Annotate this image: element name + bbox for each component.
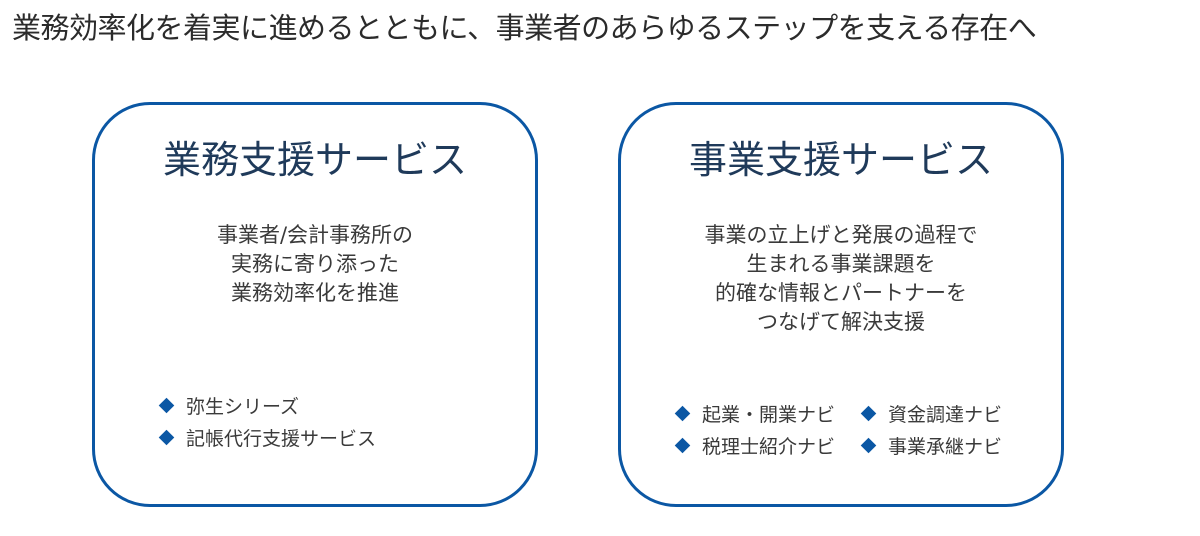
description-line: 業務効率化を推進 [231,281,399,305]
description-line: 実務に寄り添った [231,252,399,276]
diamond-bullet-icon [674,437,691,453]
service-list: 弥生シリーズ 記帳代行支援サービス [158,389,377,453]
list-item: 弥生シリーズ [158,389,376,421]
list-item: 事業承継ナビ [860,429,1033,461]
list-item-label: 税理士紹介ナビ [702,435,836,458]
diamond-bullet-icon [158,397,175,413]
list-item-label: 記帳代行支援サービス [186,427,377,450]
card-title: 業務支援サービス [162,138,467,182]
card-title: 事業支援サービス [688,138,993,182]
diamond-bullet-icon [860,405,877,421]
card-description: 事業の立上げと発展の過程で 生まれる事業課題を 的確な情報とパートナーを つなげ… [621,221,1061,337]
diamond-bullet-icon [674,405,691,421]
diamond-bullet-icon [158,429,175,445]
list-item: 起業・開業ナビ [674,397,863,429]
list-item-label: 資金調達ナビ [888,403,1003,426]
description-line: つなげて解決支援 [757,310,925,334]
description-line: 事業の立上げと発展の過程で [704,223,978,247]
description-line: 生まれる事業課題を [746,252,936,276]
description-line: 的確な情報とパートナーを [715,281,967,305]
list-item-label: 弥生シリーズ [186,395,300,418]
list-item: 記帳代行支援サービス [158,421,377,453]
page-headline: 業務効率化を着実に進めるとともに、事業者のあらゆるステップを支える存在へ [12,11,1037,45]
diamond-bullet-icon [860,437,877,453]
list-item-label: 起業・開業ナビ [702,403,836,426]
business-operations-support-card: 業務支援サービス 事業者/会計事務所の 実務に寄り添った 業務効率化を推進 弥生… [92,102,538,507]
card-description: 事業者/会計事務所の 実務に寄り添った 業務効率化を推進 [95,221,535,308]
description-line: 事業者/会計事務所の [216,223,414,247]
service-list: 起業・開業ナビ 資金調達ナビ 税理士紹介ナビ 事業承継ナビ [674,397,1033,461]
list-item: 税理士紹介ナビ [674,429,863,461]
list-item: 資金調達ナビ [860,397,1033,429]
list-item-label: 事業承継ナビ [888,435,1003,458]
business-development-support-card: 事業支援サービス 事業の立上げと発展の過程で 生まれる事業課題を 的確な情報とパ… [618,102,1064,507]
